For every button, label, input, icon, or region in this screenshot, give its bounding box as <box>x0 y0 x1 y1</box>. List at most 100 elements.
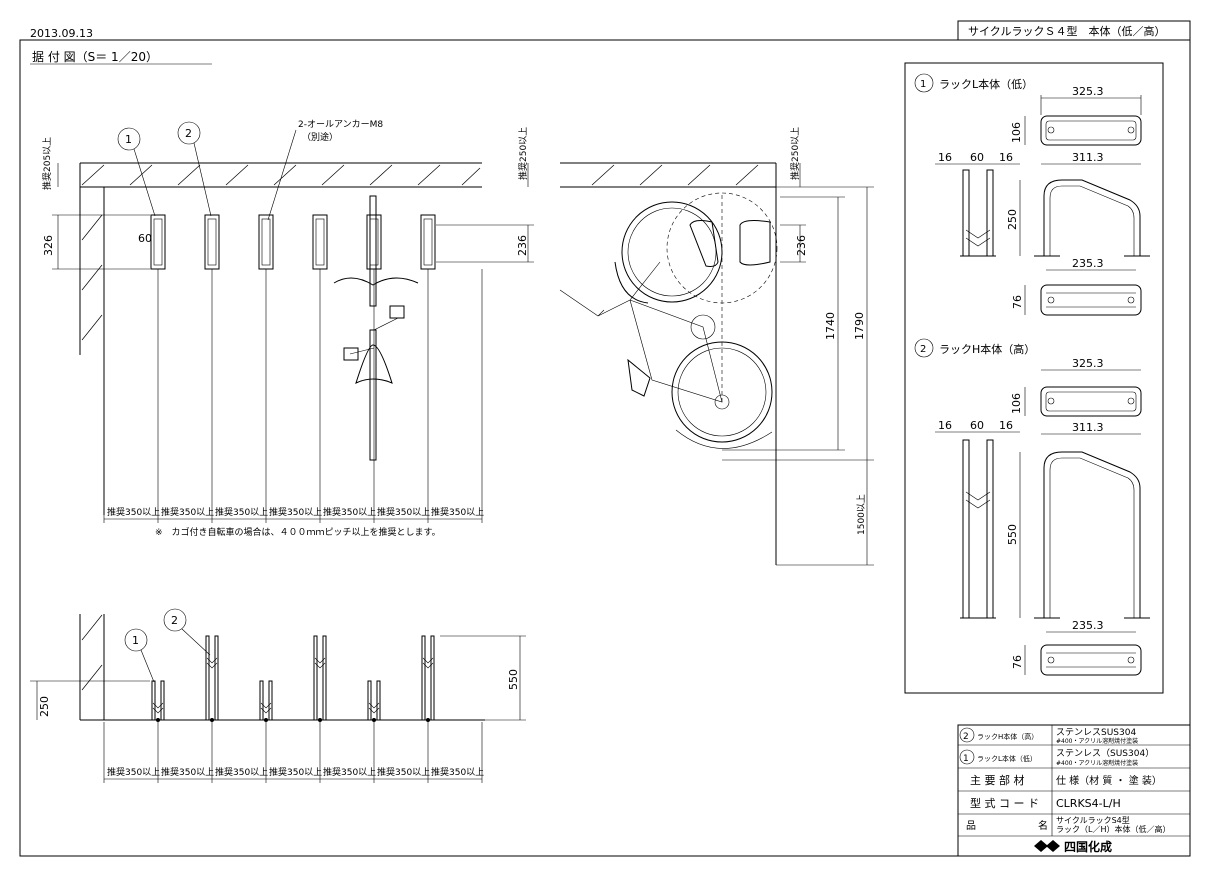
plan-rack <box>420 214 436 270</box>
plan-rack-inner <box>369 218 379 266</box>
tb-product-name-1: サイクルラックS4型 <box>1056 816 1130 825</box>
dim-1740: 1740 <box>824 312 837 340</box>
pitch-label: 推奨350以上 <box>161 506 214 518</box>
callout-1: 1 <box>125 133 132 146</box>
rack-h-d16b: 16 <box>999 419 1013 432</box>
elev-rack-post <box>322 635 327 721</box>
elev-callout-1: 1 <box>132 634 139 647</box>
rack-l-title: ラックL本体（低） <box>939 77 1033 91</box>
tb-row2-part: ラックH本体（高） <box>977 732 1038 741</box>
pitch-label: 推奨350以上 <box>377 766 430 778</box>
dim-1790: 1790 <box>853 312 866 340</box>
dim-rec-205: 推奨205以上 <box>41 137 53 190</box>
elev-rack-low <box>259 680 264 721</box>
callout-circle-1 <box>117 127 141 151</box>
plan-rack <box>312 214 328 270</box>
rack-h-d60: 60 <box>970 419 984 432</box>
pitch-label: 推奨350以上 <box>323 506 376 518</box>
dim-60: 60 <box>138 232 152 245</box>
callout-2: 2 <box>185 127 192 140</box>
plan-rack <box>366 214 382 270</box>
dim-rec-250-b: 推奨250以上 <box>789 127 801 180</box>
callout-1-leader <box>133 148 156 217</box>
rack-h-d106: 106 <box>1010 393 1023 414</box>
title-box-frame <box>957 20 1191 41</box>
elev-rack-base <box>210 718 214 722</box>
elev-rack-chevron <box>206 657 218 669</box>
elev-rack-base <box>264 718 268 722</box>
elevation-pitch-lines: 推奨350以上推奨350以上推奨350以上推奨350以上推奨350以上推奨350… <box>103 722 484 783</box>
drawing-title: 据 付 図（S＝ 1／20） <box>32 50 158 64</box>
pitch-label: 推奨350以上 <box>107 506 160 518</box>
anchor-sub: （別途） <box>302 131 338 143</box>
dim-326: 326 <box>42 235 55 256</box>
rack-h-d311: 311.3 <box>1072 421 1104 434</box>
detail-panel: 1 ラックL本体（低） 325.3 106 16 60 16 311.3 250 <box>904 62 1164 694</box>
dim-236-b: 236 <box>795 235 808 256</box>
drawing-date: 2013.09.13 <box>30 27 93 40</box>
tb-circle-1: 1 <box>963 754 969 764</box>
front-elevation: 250 550 1 2 推奨350以上推奨350以上推奨350以上推奨350以上… <box>30 608 526 783</box>
elev-rack-base <box>372 718 376 722</box>
elev-rack-chevron <box>260 702 272 714</box>
rack-l-d250: 250 <box>1006 209 1019 230</box>
rack-h-d550: 550 <box>1006 524 1019 545</box>
pitch-label: 推奨350以上 <box>215 766 268 778</box>
company-logo: 四国化成 <box>1034 839 1112 854</box>
elev-rack-low <box>367 680 372 721</box>
pitch-label: 推奨350以上 <box>431 766 484 778</box>
bicycle-plan-figure <box>333 195 419 461</box>
title-block: 2 ラックH本体（高） ステンレスSUS304 #400・アクリル溶剤焼付塗装 … <box>957 724 1191 857</box>
tb-row1-spec1: ステンレス（SUS304） <box>1056 748 1154 759</box>
wall-hatching <box>81 164 481 341</box>
rack-l-d16a: 16 <box>938 151 952 164</box>
dim-rec-250-a: 推奨250以上 <box>517 127 529 180</box>
rack-l-d16b: 16 <box>999 151 1013 164</box>
elev-rack-chevron <box>368 702 380 714</box>
elev-callout-circle-1 <box>124 628 148 652</box>
rack-l-d311: 311.3 <box>1072 151 1104 164</box>
pitch-label: 推奨350以上 <box>323 766 376 778</box>
tb-product-label-2: 名 <box>1038 819 1048 832</box>
rack-l-d325: 325.3 <box>1072 85 1104 98</box>
dim-236-a: 236 <box>516 235 529 256</box>
plan-rack <box>150 214 166 270</box>
elev-rack-chevron <box>422 657 434 669</box>
rack-h-d76: 76 <box>1011 655 1024 669</box>
pitch-label: 推奨350以上 <box>215 506 268 518</box>
rack-l-d76: 76 <box>1011 295 1024 309</box>
rack-h-d16a: 16 <box>938 419 952 432</box>
elev-rack-post <box>160 680 165 721</box>
rack-l-d60: 60 <box>970 151 984 164</box>
pitch-label: 推奨350以上 <box>269 506 322 518</box>
detail-frame <box>904 62 1164 694</box>
rack-l-d235: 235.3 <box>1072 257 1104 270</box>
tb-model-code-label: 型 式 コ ー ド <box>970 796 1039 810</box>
tb-row1-part: ラックL本体（低） <box>977 754 1037 763</box>
rack-h-d325: 325.3 <box>1072 357 1104 370</box>
detail-callout-2: 2 <box>920 344 926 355</box>
plan-note: ※ カゴ付き自転車の場合は、４００ｍｍピッチ以上を推奨とします。 <box>155 526 441 538</box>
plan-rack-inner <box>261 218 271 266</box>
pitch-label: 推奨350以上 <box>107 766 160 778</box>
callout-2-leader <box>193 142 212 217</box>
plan-rack-inner <box>207 218 217 266</box>
elev-dim-250: 250 <box>38 696 51 717</box>
tb-row1-spec2: #400・アクリル溶剤焼付塗装 <box>1056 759 1138 767</box>
elev-callout-2: 2 <box>171 614 178 627</box>
elevation-racks <box>151 635 435 722</box>
elev-rack-low <box>151 680 156 721</box>
plan-rack <box>258 214 274 270</box>
bicycle-side-figure <box>559 192 778 449</box>
rack-h-detail: 2 ラックH本体（高） 325.3 106 16 60 16 311.3 550 <box>914 338 1150 676</box>
tb-product-label-1: 品 <box>966 820 976 832</box>
tb-product-name-2: ラック（L／H）本体（低／高） <box>1056 824 1170 834</box>
tb-row2-spec2: #400・アクリル溶剤焼付塗装 <box>1056 737 1138 745</box>
callout-circle-2 <box>177 121 201 145</box>
elev-rack-post <box>268 680 273 721</box>
elev-rack-post <box>376 680 381 721</box>
plan-rack <box>204 214 220 270</box>
elev-rack-base <box>426 718 430 722</box>
rack-l-d106: 106 <box>1010 122 1023 143</box>
